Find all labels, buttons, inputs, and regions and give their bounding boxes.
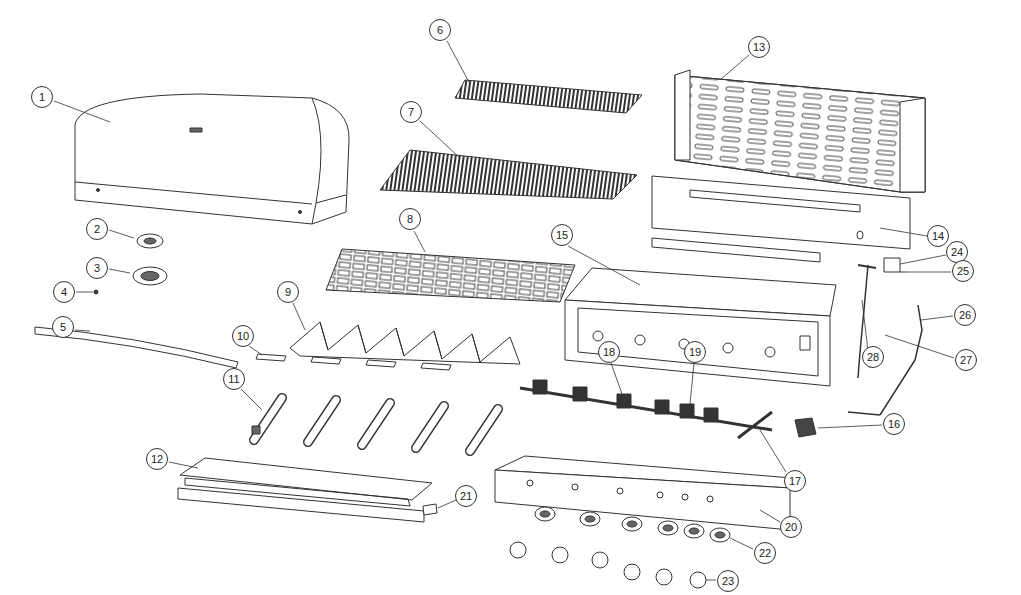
- callout-number: 22: [754, 542, 776, 564]
- callout-number: 3: [86, 257, 108, 279]
- callout-text: 10: [237, 330, 249, 342]
- callout-text: 13: [753, 41, 765, 53]
- callout-text: 19: [689, 346, 701, 358]
- callout-number: 10: [232, 325, 254, 347]
- callout-text: 8: [407, 213, 413, 225]
- callout-text: 15: [556, 229, 568, 241]
- callout-text: 14: [932, 230, 944, 242]
- callout-number: 7: [400, 101, 422, 123]
- callout-number: 11: [223, 368, 245, 390]
- callout-text: 26: [959, 309, 971, 321]
- callout-number: 14: [927, 225, 949, 247]
- callout-text: 11: [228, 373, 239, 385]
- callout-number: 17: [784, 470, 806, 492]
- callout-text: 9: [285, 286, 291, 298]
- callout-text: 23: [722, 575, 734, 587]
- callout-number: 13: [748, 36, 770, 58]
- callout-text: 24: [951, 246, 963, 258]
- callout-text: 18: [603, 346, 615, 358]
- callout-number: 9: [277, 281, 299, 303]
- callout-text: 22: [759, 547, 771, 559]
- callout-number: 18: [598, 341, 620, 363]
- callout-text: 21: [460, 490, 472, 502]
- callout-number: 27: [955, 349, 977, 371]
- callout-number: 2: [86, 218, 108, 240]
- callout-text: 28: [867, 351, 879, 363]
- callout-text: 27: [960, 354, 972, 366]
- callout-text: 2: [94, 223, 100, 235]
- callout-number: 8: [399, 208, 421, 230]
- callout-text: 25: [957, 265, 969, 277]
- callout-number: 28: [862, 346, 884, 368]
- callout-text: 20: [785, 521, 797, 533]
- callout-number: 26: [954, 304, 976, 326]
- callout-number: 23: [717, 570, 739, 592]
- callout-text: 1: [39, 91, 45, 103]
- callout-text: 12: [151, 453, 163, 465]
- callout-text: 7: [408, 106, 414, 118]
- callout-number: 1: [31, 86, 53, 108]
- callout-number: 5: [52, 316, 74, 338]
- callout-number: 6: [429, 19, 451, 41]
- callout-text: 3: [94, 262, 100, 274]
- callout-number: 12: [146, 448, 168, 470]
- callout-text: 17: [789, 475, 801, 487]
- callout-number: 4: [53, 281, 75, 303]
- callout-number: 25: [952, 260, 974, 282]
- callout-number: 21: [455, 485, 477, 507]
- callout-number: 19: [684, 341, 706, 363]
- callout-number: 15: [551, 224, 573, 246]
- callout-number: 16: [883, 413, 905, 435]
- callout-text: 5: [60, 321, 66, 333]
- callout-text: 4: [61, 286, 67, 298]
- callout-text: 16: [888, 418, 900, 430]
- callout-number: 20: [780, 516, 802, 538]
- callout-text: 6: [437, 24, 443, 36]
